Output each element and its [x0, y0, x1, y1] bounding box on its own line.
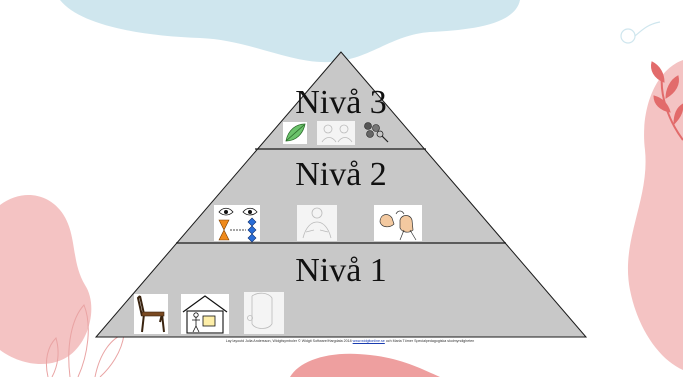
leaf-icon — [283, 122, 307, 144]
credit-link[interactable]: www.widgitonline.se — [352, 339, 385, 343]
chair-icon — [134, 294, 168, 334]
house-icon — [181, 294, 229, 334]
credit-text-after: och Maria Törner Specialpedagogiska skol… — [385, 339, 475, 343]
pyramid-shape — [94, 51, 588, 338]
level-3-label: Nivå 3 — [295, 84, 387, 121]
pyramid — [94, 51, 588, 338]
person-icon — [244, 292, 284, 334]
pink-blob-left — [0, 194, 92, 365]
pink-blob-bottom — [290, 353, 440, 377]
hands-sign-icon — [297, 205, 337, 241]
credit-text: Lay layoutd Julia Andersson, Widgitsymbo… — [120, 339, 580, 343]
blue-blob — [60, 0, 520, 63]
magnifier-icon — [364, 122, 389, 143]
hands-sign-icon — [317, 121, 355, 145]
branch-decoration — [651, 61, 683, 141]
credit-text-before: Lay layoutd Julia Andersson, Widgitsymbo… — [225, 339, 352, 343]
swirl-decoration — [620, 21, 661, 44]
gesture-hands-icon — [374, 205, 422, 241]
pink-blob-right — [627, 60, 683, 370]
level-1-label: Nivå 1 — [295, 252, 387, 289]
level-2-label: Nivå 2 — [295, 156, 387, 193]
look-at-each-other-icon — [214, 205, 260, 243]
